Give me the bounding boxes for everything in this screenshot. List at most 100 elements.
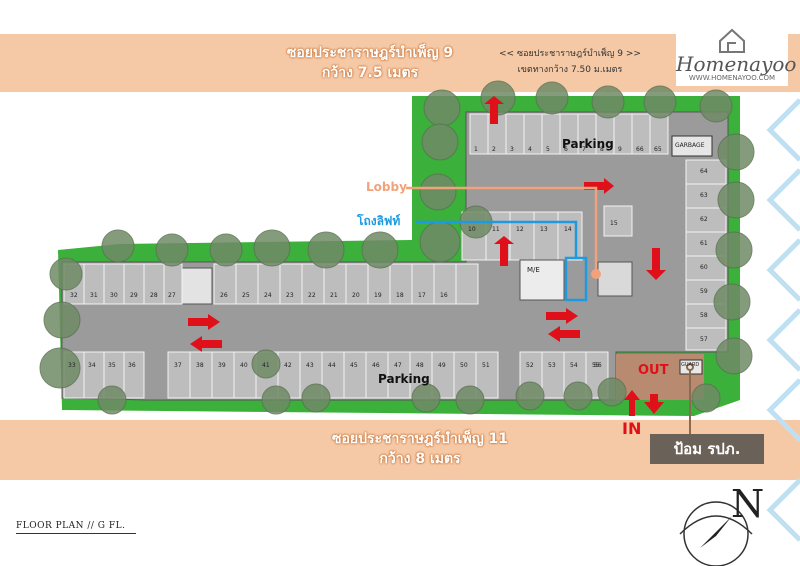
stall-number: 22 <box>308 292 316 299</box>
stall-number: 63 <box>700 192 708 199</box>
stall-number: 9 <box>618 146 622 153</box>
stall-number: 59 <box>700 288 708 295</box>
north-arrow-icon <box>679 501 753 566</box>
stall-number: 24 <box>264 292 272 299</box>
me-room <box>519 259 565 301</box>
west-stair-core <box>181 267 213 305</box>
stall-number: 25 <box>242 292 250 299</box>
traffic-arrows <box>188 96 666 416</box>
lobby-leader <box>406 186 598 270</box>
stall-number: 45 <box>350 362 358 369</box>
parking-label-bottom: Parking <box>378 372 430 386</box>
stall-number: 19 <box>374 292 382 299</box>
stall-number: 64 <box>700 168 708 175</box>
stall-number: 33 <box>68 362 76 369</box>
brand-url: WWW.HOMENAYOO.COM <box>688 74 776 82</box>
top-road-band <box>0 34 800 92</box>
stall-number: 49 <box>438 362 446 369</box>
lift-hall-label: โถงลิฟท์ <box>357 214 401 228</box>
stall-number: 1 <box>474 146 478 153</box>
tree-canopy <box>39 80 755 415</box>
stall-number: 21 <box>330 292 338 299</box>
stall-number: 3 <box>510 146 514 153</box>
floor-title-underline <box>16 533 136 534</box>
chevron-pattern <box>766 98 800 542</box>
stall-number: 35 <box>108 362 116 369</box>
guard-house-label: ป้อม รปภ. <box>650 434 764 464</box>
stall-number: 38 <box>196 362 204 369</box>
stall-number: 11 <box>492 226 500 233</box>
bottom-road-name: ซอยประชาราษฎร์บำเพ็ญ 11 <box>332 431 508 447</box>
stall-number: 60 <box>700 264 708 271</box>
stall-number: 58 <box>700 312 708 319</box>
inner-stall-row <box>461 205 633 261</box>
top-road-name: ซอยประชาราษฎร์บำเพ็ญ 9 <box>286 45 454 61</box>
stall-number: 10 <box>468 226 476 233</box>
west-top-stall-row <box>63 263 479 305</box>
brand-logo: Homenayoo WWW.HOMENAYOO.COM <box>676 28 797 86</box>
stall-number: 61 <box>700 240 708 247</box>
stall-number: 47 <box>394 362 402 369</box>
stall-number: 62 <box>700 216 708 223</box>
north-stall-row <box>469 113 669 155</box>
stall-number: 55 <box>592 362 600 369</box>
floor-plan-title: FLOOR PLAN // G FL. <box>16 521 126 531</box>
stall-number: 50 <box>460 362 468 369</box>
stall-number: 31 <box>90 292 98 299</box>
stall-number: 52 <box>526 362 534 369</box>
stall-number: 36 <box>128 362 136 369</box>
stall-number: 44 <box>328 362 336 369</box>
stall-number: 6 <box>564 146 568 153</box>
stall-number: 20 <box>352 292 360 299</box>
stall-number: 13 <box>540 226 548 233</box>
stall-number: 14 <box>564 226 572 233</box>
parking-label-top: Parking <box>562 137 614 151</box>
stall-number: 15 <box>610 220 618 227</box>
stall-number: 53 <box>548 362 556 369</box>
stall-number: 16 <box>440 292 448 299</box>
stall-number: 4 <box>528 146 532 153</box>
exit-out-label: OUT <box>638 363 669 378</box>
me-room-label: M/E <box>527 266 540 274</box>
stall-number: 54 <box>570 362 578 369</box>
stall-number: 32 <box>70 292 78 299</box>
bottom-road-width: กว้าง 8 เมตร <box>379 451 461 467</box>
stall-number: 2 <box>492 146 496 153</box>
garbage-room-label: GARBAGE <box>675 142 705 149</box>
stall-number: 56 <box>594 362 602 369</box>
stall-number: 30 <box>110 292 118 299</box>
stall-number: 65 <box>654 146 662 153</box>
stall-number: 46 <box>372 362 380 369</box>
stall-number: 40 <box>240 362 248 369</box>
stall-number: 51 <box>482 362 490 369</box>
house-outline-icon <box>719 28 745 53</box>
top-road-plan-note: << ซอยประชาราษฎร์บำเพ็ญ 9 >> <box>499 49 641 59</box>
stall-number: 42 <box>284 362 292 369</box>
stall-number: 29 <box>130 292 138 299</box>
lift-leader <box>416 220 578 258</box>
compass-north-letter: N <box>731 482 765 526</box>
lobby-marker <box>591 269 601 279</box>
stall-number: 5 <box>546 146 550 153</box>
lobby-label: Lobby <box>366 180 407 194</box>
stall-number: 26 <box>220 292 228 299</box>
stall-number: 66 <box>636 146 644 153</box>
core-block <box>597 261 633 297</box>
stall-number: 43 <box>306 362 314 369</box>
stall-number: 41 <box>262 362 270 369</box>
stall-number: 12 <box>516 226 524 233</box>
stall-number: 27 <box>168 292 176 299</box>
stall-number: 39 <box>218 362 226 369</box>
stall-number: 23 <box>286 292 294 299</box>
stall-number: 57 <box>700 336 708 343</box>
top-road-width: กว้าง 7.5 เมตร <box>321 65 419 81</box>
stall-number: 37 <box>174 362 182 369</box>
stall-number: 34 <box>88 362 96 369</box>
garbage-room <box>671 135 713 157</box>
brand-name: Homenayoo <box>676 52 797 76</box>
stall-number: 8 <box>600 146 604 153</box>
stall-number: 18 <box>396 292 404 299</box>
stall-number: 28 <box>150 292 158 299</box>
stall-number: 7 <box>582 146 586 153</box>
